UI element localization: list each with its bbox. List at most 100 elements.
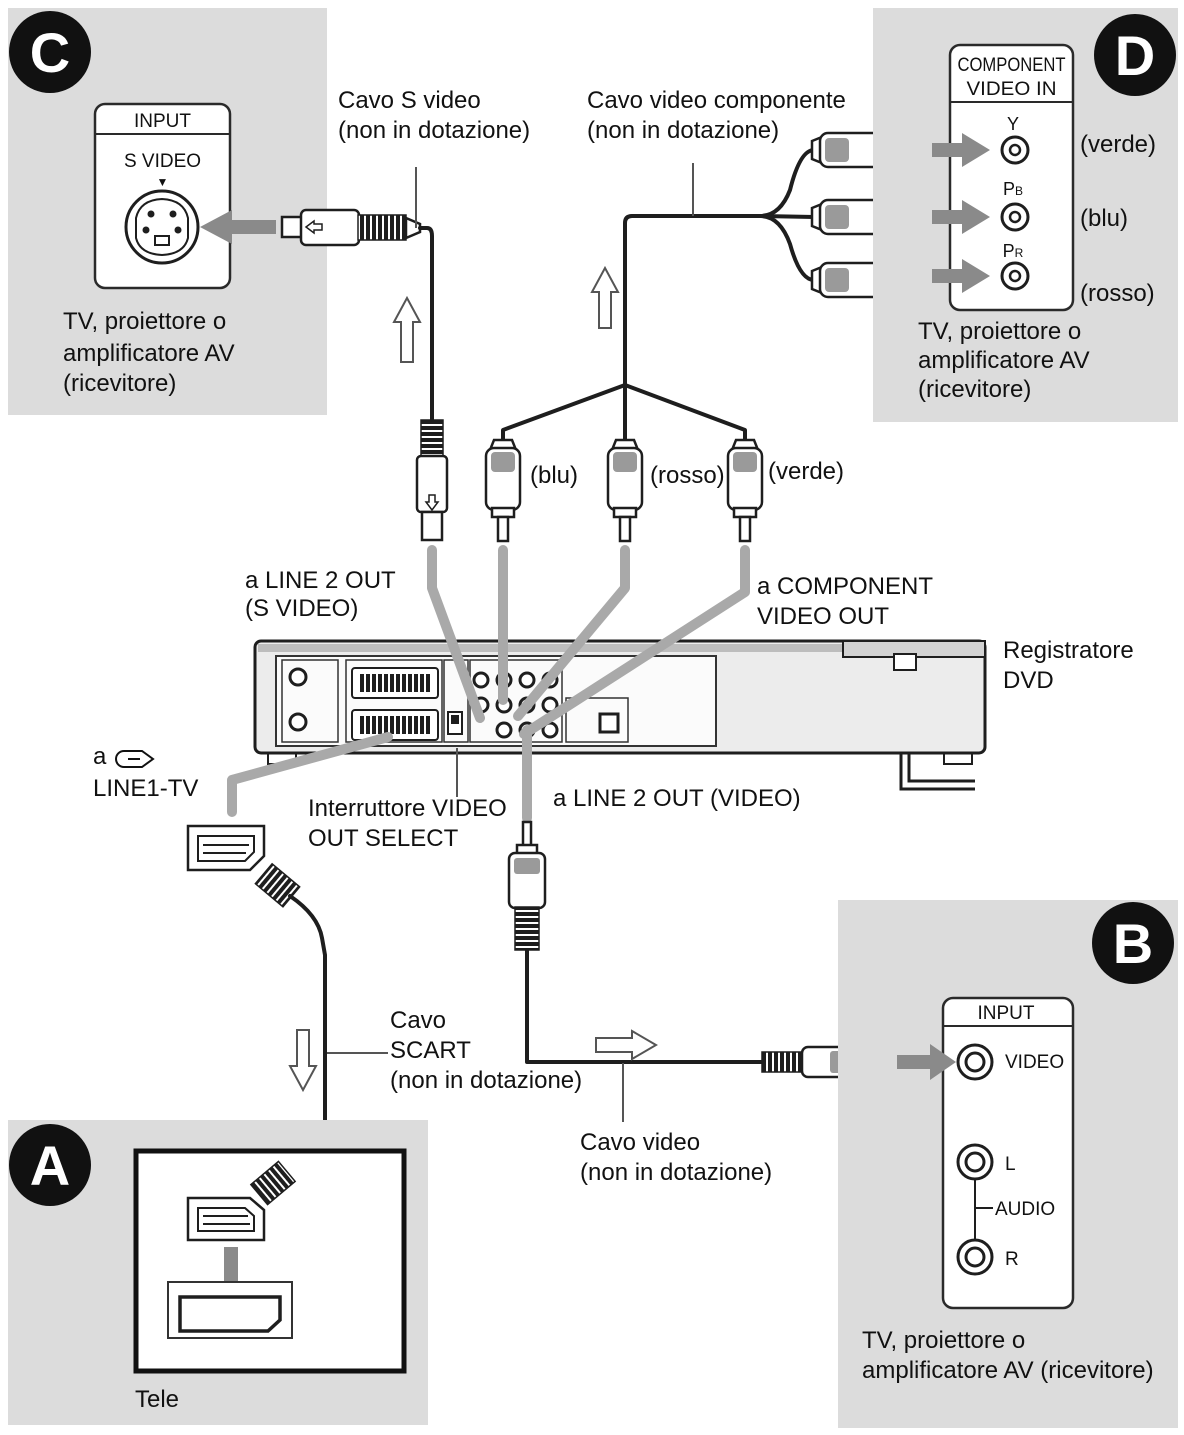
audio-bracket <box>974 1180 993 1240</box>
line2-video-label: a LINE 2 OUT (VIDEO) <box>553 785 801 812</box>
component-cable-name: Cavo video componente <box>587 87 846 114</box>
connection-scart <box>227 732 393 817</box>
line2-s-video-label-line2: (S VIDEO) <box>245 595 358 622</box>
jack <box>495 721 513 739</box>
s-video-jack-socket <box>135 197 189 257</box>
video-direction-arrow <box>595 1029 658 1061</box>
video-cable-name: Cavo video <box>580 1129 700 1156</box>
scart-cable-name-line1: Cavo <box>390 1007 446 1034</box>
jack-pin <box>147 210 155 218</box>
badge-d: D <box>1094 14 1176 96</box>
audio-left-jack <box>956 1143 994 1181</box>
jack-color-label-red: (rosso) <box>1080 280 1155 307</box>
plug-color-label-red: (rosso) <box>650 462 725 489</box>
device-label-b-line2: amplificatore AV (ricevitore) <box>862 1357 1154 1384</box>
component-plug-green <box>726 438 764 543</box>
recorder-top-edge <box>258 644 982 652</box>
s-video-cable-note: (non in dotazione) <box>338 117 530 144</box>
component-out-label-line2: VIDEO OUT <box>757 603 889 630</box>
antenna-in-jack <box>288 667 308 687</box>
component-header-line1: COMPONENT <box>958 55 1066 76</box>
tv-device-label: Tele <box>135 1386 179 1413</box>
s-video-jack <box>124 189 200 265</box>
s-video-plug-recorder-side <box>415 419 449 542</box>
panel-a: A Tele <box>8 1120 428 1425</box>
y-jack-label: Y <box>1007 114 1019 134</box>
power-inlet <box>893 653 917 671</box>
jack-pin <box>174 226 182 234</box>
scart-cable-name-line2: SCART <box>390 1037 471 1064</box>
insert-arrow-pb <box>932 200 990 234</box>
plug-direction-arrow-icon <box>304 219 323 235</box>
component-cable-note: (non in dotazione) <box>587 117 779 144</box>
pr-jack-label-sub: R <box>1015 246 1024 260</box>
insert-arrow-pr <box>932 259 990 293</box>
video-cable-note: (non in dotazione) <box>580 1159 772 1186</box>
pb-jack-label-sub: B <box>1015 184 1023 198</box>
device-label-c-line1: TV, proiettore o <box>63 308 226 335</box>
digital-out-section <box>565 697 629 743</box>
scart-plug-recorder-side <box>186 824 301 908</box>
device-label-d-line1: TV, proiettore o <box>918 318 1081 345</box>
audio-left-label: L <box>1005 1154 1016 1175</box>
line-output-arrow-icon <box>115 750 155 768</box>
optical-out-port <box>598 712 620 734</box>
pb-jack-label: PB <box>1003 179 1023 199</box>
badge-d-letter: D <box>1115 24 1155 87</box>
line1-tv-label: LINE1-TV <box>93 775 198 802</box>
input-header-c: INPUT <box>134 111 191 132</box>
panel-b: B INPUT VIDEO L AUDIO R TV, proiettore o… <box>838 900 1178 1428</box>
scart-plug-tv-side <box>186 1160 297 1242</box>
insert-arrow-video <box>897 1044 956 1080</box>
device-label-c-line3: (ricevitore) <box>63 370 176 397</box>
tv-scart-socket <box>167 1281 293 1339</box>
recorder-name-line2: DVD <box>1003 667 1054 694</box>
jack-color-label-blue: (blu) <box>1080 205 1128 232</box>
scart-sockets <box>345 659 443 743</box>
tv-input-box-b: INPUT VIDEO L AUDIO R <box>941 996 1075 1310</box>
audio-right-jack <box>956 1238 994 1276</box>
plug-color-label-green: (verde) <box>768 458 844 485</box>
device-label-d-line2: amplificatore AV <box>918 347 1090 374</box>
s-video-plug-tv-side <box>280 208 422 247</box>
antenna-section <box>281 659 339 743</box>
connection-s-video <box>427 545 485 723</box>
insert-arrow-y <box>932 133 990 167</box>
line1-tv-prefix: a <box>93 743 107 770</box>
tv-component-input-box: COMPONENT VIDEO IN Y PB PR <box>948 43 1075 312</box>
component-plug-red <box>606 438 644 543</box>
jack-key <box>154 235 170 246</box>
pr-jack <box>1000 261 1030 291</box>
input-header-b: INPUT <box>978 1003 1035 1024</box>
connection-component-green <box>519 545 750 739</box>
recorder-name-line1: Registratore <box>1003 637 1134 664</box>
jack-marker-triangle: ▼ <box>157 175 169 189</box>
device-label-c-line2: amplificatore AV <box>63 340 235 367</box>
s-video-direction-arrow <box>392 295 422 363</box>
device-label-d-line3: (ricevitore) <box>918 376 1031 403</box>
pr-jack-label-main: P <box>1003 241 1015 261</box>
connection-component-red <box>513 545 630 721</box>
tv-input-box-c: INPUT S VIDEO ▼ <box>93 102 232 290</box>
jack-color-label-green: (verde) <box>1080 131 1156 158</box>
scart-direction-arrow <box>288 1029 318 1093</box>
pr-jack-label: PR <box>1003 241 1024 261</box>
s-video-cable-name: Cavo S video <box>338 87 481 114</box>
panel-d: COMPONENT VIDEO IN Y PB PR D (verde) (bl… <box>873 8 1178 422</box>
panel-c: C INPUT S VIDEO ▼ TV, proiettore o ampli… <box>8 8 327 415</box>
video-plug-recorder-side <box>507 820 547 951</box>
pb-jack <box>1000 202 1030 232</box>
badge-c: C <box>9 11 91 93</box>
video-in-jack <box>956 1043 994 1081</box>
pb-jack-label-main: P <box>1003 179 1015 199</box>
scart-cable-note: (non in dotazione) <box>390 1067 582 1094</box>
badge-b: B <box>1092 902 1174 984</box>
jack-pin <box>169 210 177 218</box>
plug-color-label-blue: (blu) <box>530 462 578 489</box>
video-cable <box>525 948 766 1064</box>
badge-b-letter: B <box>1113 912 1153 975</box>
line2-s-video-label-line1: a LINE 2 OUT <box>245 567 396 594</box>
jack <box>472 671 490 689</box>
s-video-jack-label: S VIDEO <box>124 151 201 172</box>
